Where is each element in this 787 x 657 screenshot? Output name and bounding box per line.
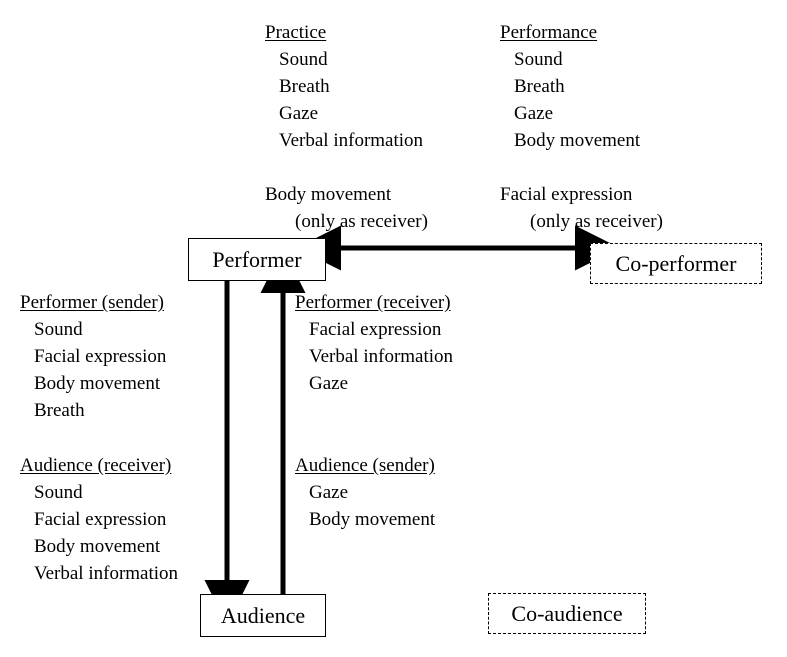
- performer-receiver-item-1: Verbal information: [309, 346, 454, 367]
- performance-header: Performance: [500, 22, 598, 43]
- node-co-audience-label: Co-audience: [511, 600, 623, 626]
- audience-receiver-block: Audience (receiver) Sound Facial express…: [20, 452, 178, 587]
- audience-receiver-item-0: Sound: [34, 482, 83, 503]
- performer-receiver-item-0: Facial expression: [309, 319, 442, 340]
- audience-receiver-header: Audience (receiver): [20, 455, 172, 476]
- audience-sender-block: Audience (sender) Gaze Body movement: [295, 452, 435, 533]
- node-audience[interactable]: Audience: [200, 594, 326, 637]
- audience-receiver-item-2: Body movement: [34, 536, 161, 557]
- performance-spacer: [500, 154, 663, 181]
- performer-sender-item-2: Body movement: [34, 373, 161, 394]
- audience-receiver-item-1: Facial expression: [34, 509, 167, 530]
- performance-item-1: Breath: [514, 76, 565, 97]
- practice-item-2: Gaze: [279, 103, 319, 124]
- node-co-performer[interactable]: Co-performer: [590, 243, 762, 284]
- practice-item-0: Sound: [279, 49, 328, 70]
- practice-spacer: [265, 154, 428, 181]
- practice-note-main: Body movement: [265, 184, 392, 205]
- node-performer-label: Performer: [212, 246, 302, 272]
- node-co-performer-label: Co-performer: [615, 250, 737, 276]
- node-co-audience[interactable]: Co-audience: [488, 593, 646, 634]
- audience-receiver-item-3: Verbal information: [34, 563, 179, 584]
- performer-sender-header: Performer (sender): [20, 292, 165, 313]
- performance-item-0: Sound: [514, 49, 563, 70]
- performer-receiver-block: Performer (receiver) Facial expression V…: [295, 289, 453, 397]
- performer-sender-block: Performer (sender) Sound Facial expressi…: [20, 289, 166, 424]
- practice-column: Practice Sound Breath Gaze Verbal inform…: [265, 19, 428, 235]
- audience-sender-item-1: Body movement: [309, 509, 436, 530]
- audience-sender-item-0: Gaze: [309, 482, 349, 503]
- practice-note-sub: (only as receiver): [295, 211, 428, 232]
- performance-item-3: Body movement: [514, 130, 641, 151]
- performance-item-2: Gaze: [514, 103, 554, 124]
- audience-sender-header: Audience (sender): [295, 455, 435, 476]
- practice-item-1: Breath: [279, 76, 330, 97]
- performance-column: Performance Sound Breath Gaze Body movem…: [500, 19, 663, 235]
- performer-sender-item-1: Facial expression: [34, 346, 167, 367]
- practice-header: Practice: [265, 22, 327, 43]
- node-performer[interactable]: Performer: [188, 238, 326, 281]
- performer-sender-item-0: Sound: [34, 319, 83, 340]
- performance-note-main: Facial expression: [500, 184, 633, 205]
- performance-note-sub: (only as receiver): [530, 211, 663, 232]
- performer-sender-item-3: Breath: [34, 400, 85, 421]
- performer-receiver-header: Performer (receiver): [295, 292, 451, 313]
- practice-item-3: Verbal information: [279, 130, 424, 151]
- performer-receiver-item-2: Gaze: [309, 373, 349, 394]
- node-audience-label: Audience: [220, 602, 306, 628]
